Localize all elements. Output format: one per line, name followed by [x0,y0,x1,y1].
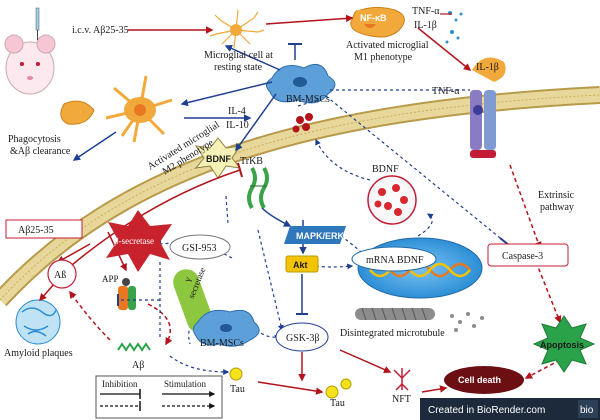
cytokine-receptor-icon [470,57,506,158]
app-complex-icon [118,278,136,310]
tnf-top-label: TNF-α [412,6,440,17]
cell-death-oval [444,366,524,394]
beta-secretase-star [106,210,172,272]
extrinsic-label-1: Extrinsic [538,190,575,201]
red-vesicles [292,113,313,133]
il1-right-label: IL-1β [476,62,499,73]
nfkb-label: NF-κB [360,13,387,23]
amyloid-plaque-icon [15,299,61,345]
bm-mscs-top-icon [266,63,336,104]
abeta-small-label: Aβ [132,360,144,371]
abeta-box-label: Aβ25-35 [18,225,54,236]
abeta-circle-label: Aß [54,270,66,281]
nft-icon [393,368,411,391]
bm-mscs-top-label: BM-MSCs [286,94,330,105]
m2-microglia-icon [105,75,173,143]
bm-mscs-bottom-nucleus [220,324,232,332]
akt-box [285,255,319,273]
gsk-3b-oval [275,322,329,352]
mouse-icon [4,7,56,95]
nft-label: NFT [392,394,411,405]
tau-icon [229,367,352,399]
footer-label: Created in BioRender.com [428,405,545,416]
footer-bar [420,398,600,420]
nfkb-box [356,10,392,24]
mrna-bdnf-oval [351,246,437,272]
il1-top-label: IL-1β [414,20,437,31]
apoptosis-label: Apoptosis [540,340,584,350]
caspase-3-box [487,243,569,267]
arrows [39,13,562,395]
extrinsic-label-2: pathway [540,202,574,213]
legend-stimulation: Stimulation [164,379,207,389]
bdnf-cell-icon [367,175,417,225]
il10-label: IL-10 [226,120,249,131]
phagocytosis-label-1: Phagocytosis [8,134,61,145]
abeta-fragment-icon [117,342,151,352]
trkb-label: TrKB [240,156,263,167]
cell-death-label: Cell death [458,375,501,385]
gsi-953-label: GSI-953 [182,243,216,254]
abeta-circle [47,259,77,289]
akt-label: Akt [293,260,308,270]
tau-label-1: Tau [230,384,245,395]
mrna-bdnf-label: mRNA BDNF [366,255,424,266]
bm-mscs-bottom-label: BM-MSCs [200,338,244,349]
app-label: APP [102,274,119,284]
phagocyte-icon [60,100,95,125]
tnf-right-label: TNF-α [432,86,460,97]
il4-label: IL-4 [228,106,246,117]
icv-label: i.c.v. Aβ25-35 [72,25,129,36]
gamma-label-1: γ [182,276,193,284]
beta-secretase-label: β-secretase [114,236,154,246]
apoptosis-burst [532,315,596,373]
bdnf-cell-label: BDNF [372,164,399,175]
legend-inhibition: Inhibition [102,379,138,389]
abeta-box [5,219,83,239]
m1-label-1: Activated microglial [346,40,429,51]
cytokine-dots [445,11,463,44]
mapk-erk-box [284,226,346,244]
gsk-3b-label: GSK-3β [286,333,319,344]
caspase-3-label: Caspase-3 [502,251,543,262]
trkb-receptor-icon [247,166,269,210]
resting-microglia-icon [209,9,265,49]
phagocytosis-label-2: &Aβ clearance [10,146,71,157]
microtubule-icon [355,307,484,332]
disintegrated-label: Disintegrated microtubule [340,328,445,339]
legend [95,375,223,419]
microglia-resting-label-1: Microglial cell at [204,50,273,61]
bdnf-star-label: BDNF [206,154,231,164]
m1-label-2: M1 phenotype [354,52,413,63]
gsi-953-oval [169,234,231,260]
footer-badge-label: bio [580,405,594,416]
mapk-erk-label: MAPK/ERK [296,231,345,241]
tau-label-2: Tau [330,398,345,409]
footer-badge [578,400,598,418]
microglia-resting-label-2: resting state [214,62,263,73]
amyloid-label: Amyloid plaques [4,348,73,359]
